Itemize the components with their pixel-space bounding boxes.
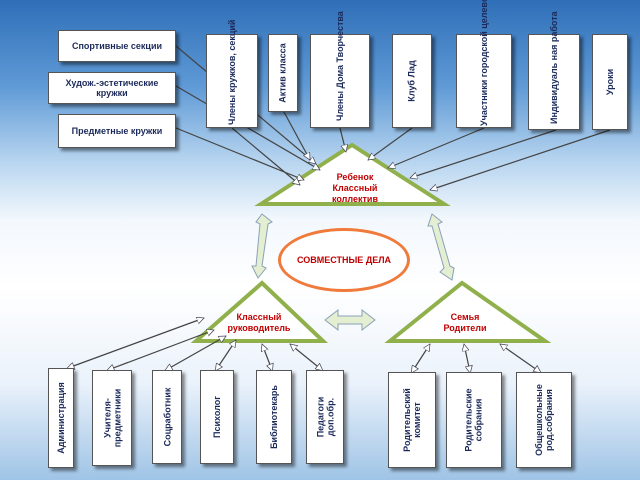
box-librarian: Библиотекарь (256, 370, 292, 464)
box-social-worker: Соцработник (152, 370, 182, 464)
arrow-committee (412, 344, 431, 372)
double-arrow-child-family (427, 213, 455, 281)
box-club-members: Члены кружков, секций (206, 19, 258, 128)
box-lad-club: Клуб Лад (392, 34, 432, 128)
arrow-extra (290, 344, 322, 370)
box-sports-sections: Спортивные секции (58, 30, 176, 62)
label-extra-educators: Педагоги доп.обр. (315, 396, 336, 438)
label-art-clubs: Худож.-эстетические кружки (65, 78, 159, 98)
label-parent-committee: Родительский комитет (402, 388, 422, 452)
label-family-parents: Семья Родители (443, 312, 487, 333)
arrow-school-meetings (500, 343, 540, 372)
label-class-teacher: Классный руководитель (227, 312, 291, 333)
triangle-child (254, 142, 451, 206)
label-school-parent-meetings: Общешкольные род.собрания (534, 384, 555, 456)
arrow-lessons (430, 129, 611, 190)
joint-activities-oval: СОВМЕСТНЫЕ ДЕЛА (278, 228, 410, 292)
arrow-psych (216, 340, 237, 370)
box-school-parent-meetings: Общешкольные род.собрания (516, 372, 572, 468)
label-lad-club: Клуб Лад (407, 60, 418, 102)
box-lessons: Уроки (592, 34, 628, 130)
arrow-library (262, 344, 272, 370)
label-subject-teachers: Учителя-предметники (102, 388, 123, 448)
label-social-worker: Соцработник (162, 387, 172, 447)
triangle-family (384, 280, 552, 343)
label-parent-meetings: Родительские собрания (464, 388, 484, 452)
label-joint-activities: СОВМЕСТНЫЕ ДЕЛА (296, 255, 392, 265)
box-psychologist: Психолог (200, 370, 234, 464)
label-subject-clubs: Предметные кружки (71, 126, 163, 136)
arrow-program (388, 127, 485, 168)
label-city-program: Участники городской целевой программы (479, 0, 489, 126)
arrow-members (231, 127, 300, 185)
label-club-members: Члены кружков, секций (227, 19, 237, 125)
box-administration: Администрация (48, 368, 74, 468)
box-subject-teachers: Учителя-предметники (92, 370, 132, 466)
arrow-individual (410, 129, 557, 178)
box-individual-work: Индивидуаль ная работа (528, 11, 580, 130)
arrow-subject (175, 127, 304, 180)
label-lessons: Уроки (605, 68, 615, 96)
double-arrow-teacher-family (324, 308, 376, 332)
label-librarian: Библиотекарь (269, 385, 280, 449)
triangle-teacher (190, 280, 329, 343)
box-class-active: Актив класса (268, 34, 298, 112)
arrow-active (283, 111, 311, 160)
label-creativity-house: Члены Дома Творчества (335, 11, 345, 121)
box-parent-committee: Родительский комитет (388, 372, 436, 468)
arrow-meetings (464, 344, 470, 372)
arrow-teachers (108, 330, 214, 370)
box-city-program: Участники городской целевой программы (456, 0, 512, 128)
double-arrow-child-teacher (251, 213, 273, 279)
box-subject-clubs: Предметные кружки (58, 114, 176, 148)
box-extra-educators: Педагоги доп.обр. (306, 370, 344, 464)
label-administration: Администрация (56, 382, 67, 454)
box-creativity-house: Члены Дома Творчества (310, 11, 370, 128)
arrow-club (368, 127, 413, 161)
label-individual-work: Индивидуаль ная работа (549, 11, 559, 124)
arrow-house (339, 127, 346, 152)
label-class-active: Актив класса (278, 43, 289, 103)
box-art-clubs: Худож.-эстетические кружки (48, 72, 176, 104)
label-child-collective: Ребенок Классный коллектив (332, 172, 378, 204)
box-parent-meetings: Родительские собрания (446, 372, 502, 468)
label-sports-sections: Спортивные секции (71, 41, 163, 51)
arrow-art (175, 85, 320, 171)
label-psychologist: Психолог (212, 396, 222, 438)
